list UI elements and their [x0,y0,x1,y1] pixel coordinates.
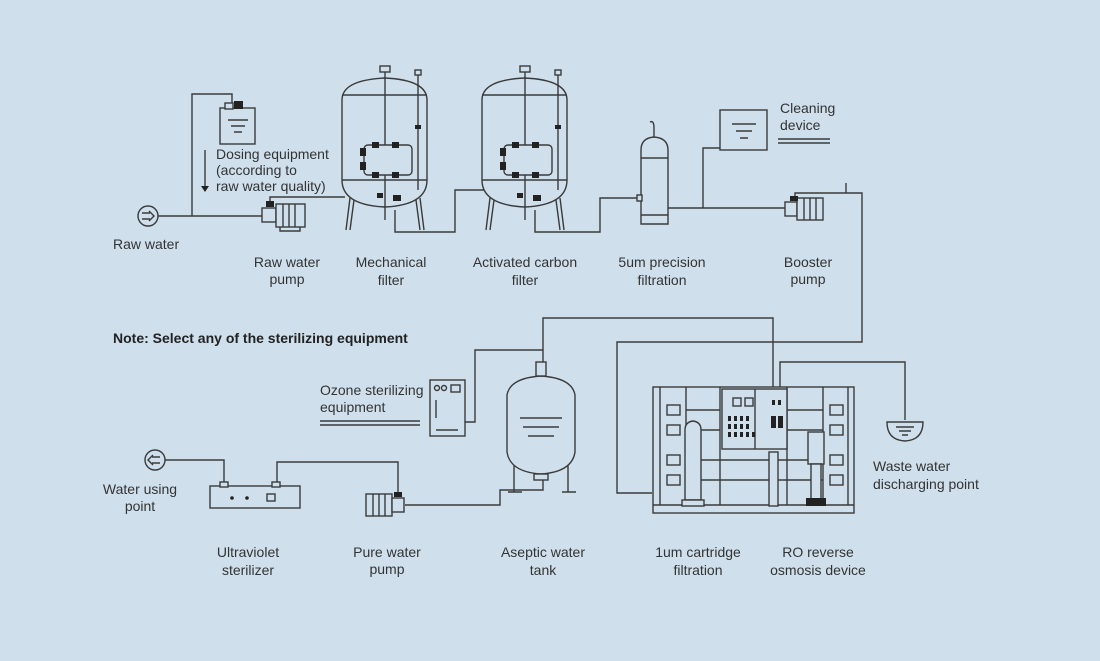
ro-device-icon [652,386,855,514]
label-dosing: Dosing equipment [216,146,329,162]
label-pure-water-pump: pump [369,561,404,577]
activated-carbon-filter-icon [481,65,568,231]
waste-water-bowl-icon [886,421,924,442]
pipes [158,93,906,506]
label-waste-water: Waste water [873,458,951,474]
label-aseptic-tank: Aseptic water [501,544,585,560]
cleaning-device-icon [719,109,830,151]
precision-filter-icon [636,120,669,225]
label-booster-pump: Booster [784,254,833,270]
label-cleaning-device: Cleaning [780,100,835,116]
raw-water-pump-icon [261,201,306,232]
label-carbon-filter: Activated carbon [473,254,577,270]
label-cleaning-device: device [780,117,821,133]
label-aseptic-tank: tank [530,562,557,578]
uv-sterilizer-icon [209,481,301,509]
label-uv-sterilizer: sterilizer [222,562,274,578]
label-carbon-filter: filter [512,272,539,288]
label-raw-water-pump: pump [269,271,304,287]
label-water-using-point: Water using [103,481,177,497]
label-mechanical-filter: filter [378,272,405,288]
label-precision-filtration: filtration [637,272,686,288]
label-pure-water-pump: Pure water [353,544,421,560]
label-dosing: (according to [216,162,297,178]
water-using-point-icon [144,449,166,471]
pure-water-pump-icon [365,492,405,517]
aseptic-water-tank-icon [506,361,576,493]
label-water-using-point: point [125,498,155,514]
note-text: Note: Select any of the sterilizing equi… [113,330,408,346]
label-waste-water: discharging point [873,476,979,492]
label-ro-device: osmosis device [770,562,866,578]
mechanical-filter-icon [341,65,428,231]
label-mechanical-filter: Mechanical [356,254,427,270]
label-raw-water-pump: Raw water [254,254,320,270]
label-cartridge: filtration [673,562,722,578]
ozone-sterilizer-icon [320,379,466,437]
label-ozone: equipment [320,399,385,415]
label-precision-filtration: 5um precision [618,254,705,270]
raw-water-inlet-icon [137,205,159,227]
label-ro-device: RO reverse [782,544,854,560]
label-ozone: Ozone sterilizing [320,382,424,398]
dosing-equipment-icon [201,101,256,192]
label-cartridge: 1um cartridge [655,544,741,560]
booster-pump-icon [784,196,824,221]
label-booster-pump: pump [790,271,825,287]
label-raw-water: Raw water [113,236,179,252]
label-uv-sterilizer: Ultraviolet [217,544,279,560]
label-dosing: raw water quality) [216,178,326,194]
